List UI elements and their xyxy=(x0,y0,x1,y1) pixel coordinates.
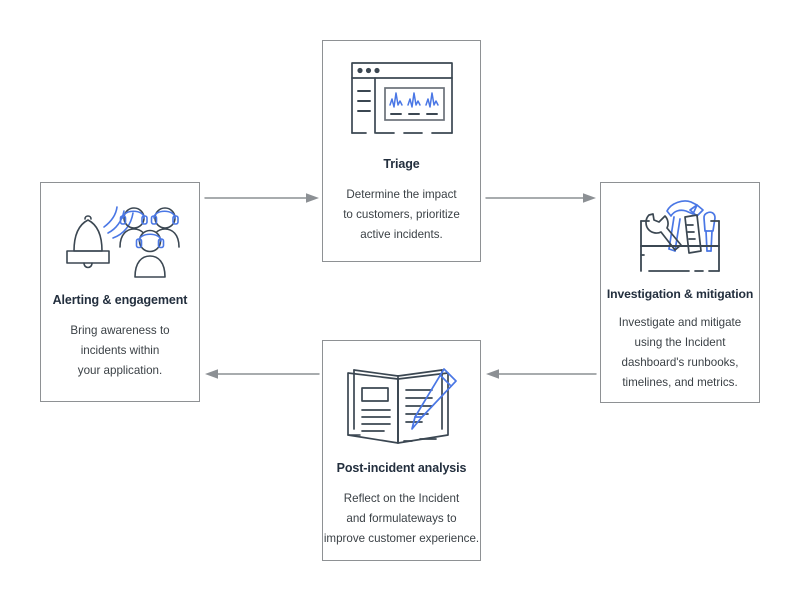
card-body: Reflect on the Incident and formulateway… xyxy=(323,492,480,545)
open-book-with-pencil-icon xyxy=(323,355,480,455)
arrow-alerting-to-triage xyxy=(203,190,321,211)
card-triage[interactable]: Triage Determine the impact to customers… xyxy=(322,40,481,262)
arrow-post-incident-to-alerting xyxy=(203,366,321,387)
card-body: Determine the impact to customers, prior… xyxy=(343,188,460,241)
toolbox-with-tools-icon xyxy=(601,191,759,283)
bell-and-support-team-icon xyxy=(41,191,199,287)
dashboard-window-metrics-icon xyxy=(323,53,480,149)
card-post-incident-analysis[interactable]: Post-incident analysis Reflect on the In… xyxy=(322,340,481,561)
card-title: Alerting & engagement xyxy=(52,293,188,307)
card-title: Investigation & mitigation xyxy=(606,287,754,301)
card-alerting-engagement[interactable]: Alerting & engagement Bring awareness to… xyxy=(40,182,200,402)
card-body: Bring awareness to incidents within your… xyxy=(70,324,170,377)
card-body: Investigate and mitigate using the Incid… xyxy=(618,316,742,389)
card-title: Triage xyxy=(383,157,420,171)
arrow-triage-to-investigation xyxy=(484,190,598,211)
card-investigation-mitigation[interactable]: Investigation & mitigation Investigate a… xyxy=(600,182,760,403)
arrow-investigation-to-post-incident xyxy=(484,366,598,387)
card-title: Post-incident analysis xyxy=(336,461,467,475)
